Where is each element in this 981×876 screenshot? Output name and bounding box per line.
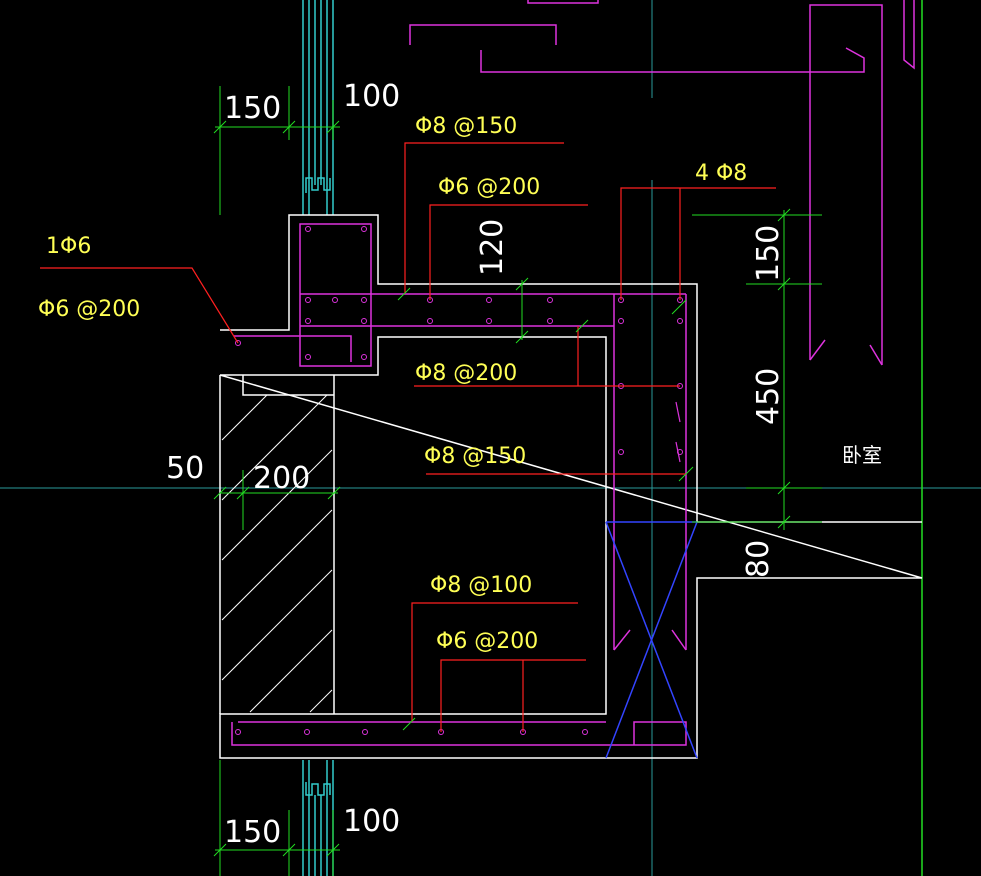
dim-50: 50	[166, 451, 204, 486]
dimension-lines	[213, 86, 822, 876]
rebar-label-top-main: Φ8 @150	[415, 114, 517, 139]
rebar-label-top-dist: Φ6 @200	[438, 175, 540, 200]
top-dim-100: 100	[343, 79, 400, 114]
right-dim-150: 150	[751, 225, 786, 282]
rebar-lines	[231, 223, 687, 746]
top-right-profiles	[409, 0, 915, 366]
wall-inner-label: Φ8 @200	[415, 361, 517, 386]
right-dim-450: 450	[751, 368, 786, 425]
left-dist-label: Φ6 @200	[38, 297, 140, 322]
wall-hatch	[221, 394, 333, 713]
top-dim-150: 150	[224, 91, 281, 126]
left-bar-label: 1Φ6	[46, 234, 91, 259]
bottom-dim-150: 150	[224, 815, 281, 850]
annotation-text: 150 100 Φ8 @150 Φ6 @200 4 Φ8 120 1Φ6 Φ6 …	[38, 79, 882, 850]
wall-outer-label: Φ8 @150	[424, 444, 526, 469]
room-name: 卧室	[842, 443, 882, 467]
concrete-outline	[219, 214, 923, 759]
dim-120: 120	[475, 219, 510, 276]
bottom-main-label: Φ8 @100	[430, 573, 532, 598]
leader-lines	[40, 142, 776, 732]
dim-200: 200	[253, 461, 310, 496]
bottom-dim-100: 100	[343, 804, 400, 839]
window-glass-top	[302, 0, 334, 215]
hook-marks	[675, 401, 681, 463]
rebar-label-corner: 4 Φ8	[695, 161, 747, 186]
bottom-dist-label: Φ6 @200	[436, 629, 538, 654]
opening-cross	[605, 521, 698, 759]
dim-80: 80	[741, 540, 776, 578]
tick-marks	[397, 287, 694, 731]
window-glass-bottom	[302, 760, 334, 876]
